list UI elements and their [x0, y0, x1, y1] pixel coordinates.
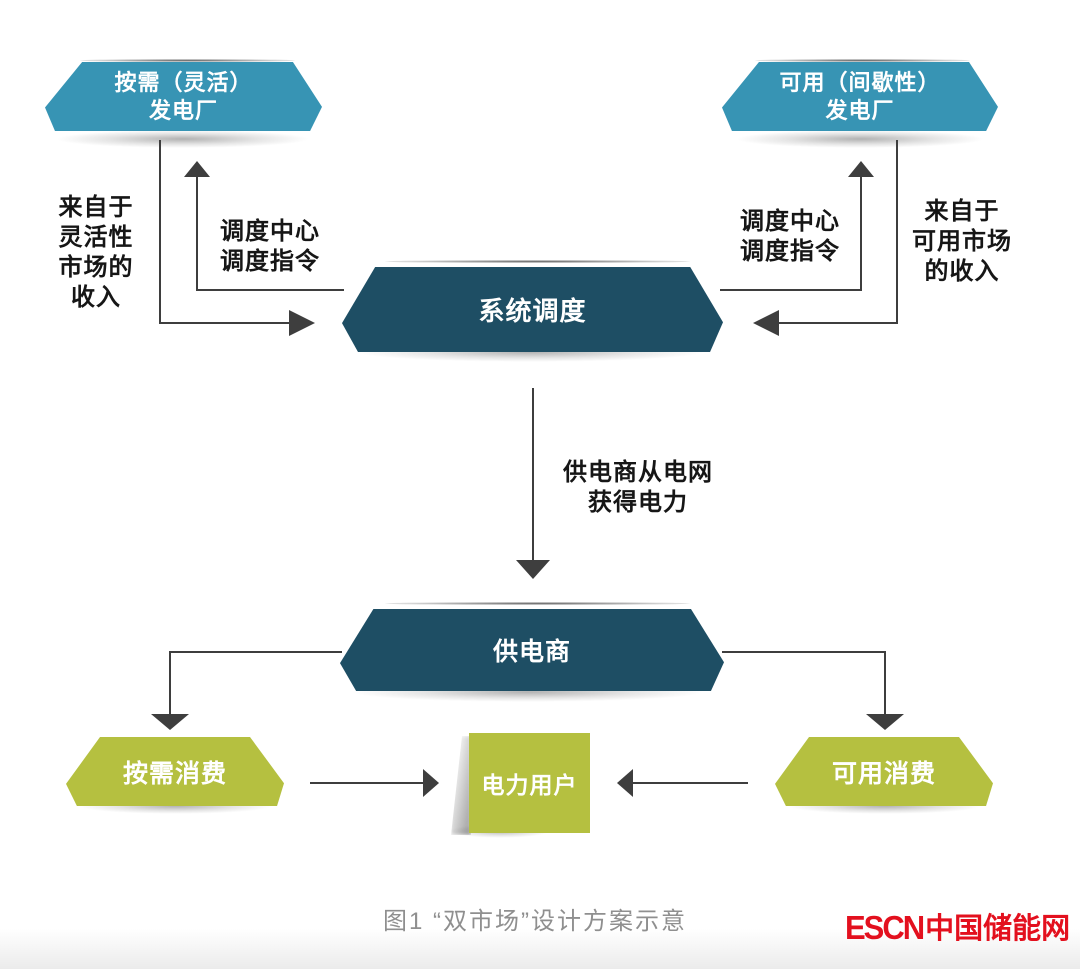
- shadow-plant-intermittent: [735, 130, 985, 148]
- node-label: 系统调度: [478, 297, 587, 326]
- right-revenue-line-vertical: [896, 140, 898, 324]
- node-plant-intermittent: 可用（间歇性） 发电厂: [722, 62, 998, 131]
- label-grid-power: 供电商从电网 获得电力: [552, 458, 724, 518]
- node-demand-consumption: 按需消费: [66, 737, 284, 806]
- right-arrowhead-icon: [423, 769, 439, 797]
- label-line: 调度中心: [220, 219, 320, 245]
- available-to-user-line: [633, 782, 748, 784]
- down-arrowhead-icon: [151, 714, 189, 730]
- node-label: 发电厂: [148, 97, 218, 123]
- label-right-command: 调度中心 调度指令: [728, 207, 852, 267]
- power-user-curl-shadow: [451, 736, 471, 835]
- logo-site-name: 中国储能网: [925, 913, 1071, 945]
- node-label: 按需（灵活）: [114, 69, 253, 95]
- right-arrowhead-icon: [289, 310, 315, 336]
- node-available-consumption: 可用消费: [775, 737, 993, 806]
- node-label: 可用（间歇性）: [779, 69, 941, 95]
- system-dispatch-top-highlight: [385, 260, 690, 263]
- label-line: 可用市场: [912, 229, 1012, 255]
- plant-flexible-top-highlight: [80, 59, 295, 62]
- logo-wordmark: ESCN: [845, 908, 925, 947]
- label-right-revenue: 来自于 可用市场 的收入: [900, 197, 1024, 287]
- label-line: 来自于: [924, 199, 1000, 225]
- left-arrowhead-icon: [617, 769, 633, 797]
- up-arrowhead-icon: [184, 161, 210, 177]
- plant-intermittent-top-highlight: [755, 59, 970, 62]
- node-power-user: 电力用户: [469, 733, 590, 833]
- node-label: 供电商: [492, 639, 571, 666]
- label-line: 的收入: [924, 259, 1000, 285]
- node-label: 按需消费: [122, 760, 227, 788]
- node-supplier: 供电商: [340, 609, 724, 691]
- label-line: 获得电力: [588, 490, 688, 516]
- node-system-dispatch: 系统调度: [342, 267, 723, 352]
- shadow-plant-flexible: [55, 130, 310, 148]
- node-label: 电力用户: [481, 773, 578, 798]
- label-line: 灵活性: [58, 225, 134, 251]
- label-left-revenue: 来自于 灵活性 市场的 收入: [46, 193, 146, 313]
- label-line: 调度指令: [740, 239, 840, 265]
- node-plant-flexible: 按需（灵活） 发电厂: [45, 62, 322, 131]
- left-revenue-line-horizontal: [159, 322, 289, 324]
- down-arrowhead-icon: [516, 560, 550, 579]
- node-label: 发电厂: [825, 97, 895, 123]
- supplier-left-branch-horizontal: [169, 651, 342, 653]
- label-line: 市场的: [58, 255, 134, 281]
- left-arrowhead-icon: [753, 310, 779, 336]
- right-command-line-vertical: [860, 176, 862, 290]
- label-left-command: 调度中心 调度指令: [208, 217, 332, 277]
- supplier-left-branch-vertical: [169, 651, 171, 715]
- label-line: 收入: [71, 285, 121, 311]
- left-revenue-line-vertical: [159, 140, 161, 324]
- supplier-top-highlight: [385, 602, 690, 605]
- left-command-line-vertical: [196, 176, 198, 290]
- label-line: 调度指令: [220, 249, 320, 275]
- node-label: 可用消费: [831, 760, 936, 788]
- demand-to-user-line: [310, 782, 423, 784]
- supplier-right-branch-vertical: [884, 651, 886, 715]
- down-arrowhead-icon: [866, 714, 904, 730]
- label-line: 调度中心: [740, 209, 840, 235]
- grid-power-line-vertical: [532, 388, 534, 561]
- label-line: 供电商从电网: [563, 460, 713, 486]
- figure-caption: 图1 “双市场”设计方案示意: [383, 908, 687, 935]
- right-command-line-horizontal: [720, 289, 862, 291]
- supplier-right-branch-horizontal: [722, 651, 886, 653]
- escn-logo: ESCN 中国储能网: [845, 905, 1070, 947]
- up-arrowhead-icon: [848, 161, 874, 177]
- label-line: 来自于: [58, 195, 134, 221]
- bottom-fade-gradient: [0, 929, 1080, 969]
- right-revenue-line-horizontal: [779, 322, 898, 324]
- left-command-line-horizontal: [196, 289, 344, 291]
